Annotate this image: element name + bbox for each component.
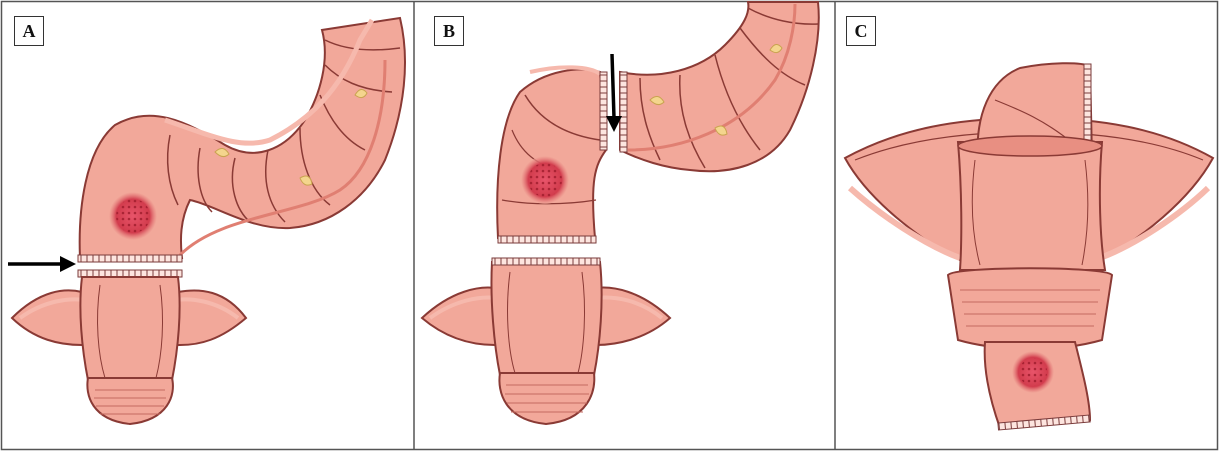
resected-segment bbox=[497, 69, 606, 238]
panel-c-illustration bbox=[845, 63, 1213, 430]
anal-canal bbox=[499, 373, 594, 424]
staple-line-distal bbox=[78, 270, 182, 277]
panel-label-a: A bbox=[14, 16, 44, 46]
anal-canal bbox=[87, 378, 173, 424]
rectum bbox=[80, 277, 179, 380]
panel-label-b: B bbox=[434, 16, 464, 46]
staple-line-proximal bbox=[78, 255, 182, 262]
arrow-transection bbox=[612, 54, 614, 118]
panel-a-illustration bbox=[8, 18, 405, 424]
colon-proximal bbox=[620, 2, 819, 171]
panel-b-illustration bbox=[422, 2, 819, 424]
everted-rectum bbox=[958, 142, 1105, 270]
panel-label-c: C bbox=[846, 16, 876, 46]
anal-canal bbox=[948, 268, 1112, 349]
